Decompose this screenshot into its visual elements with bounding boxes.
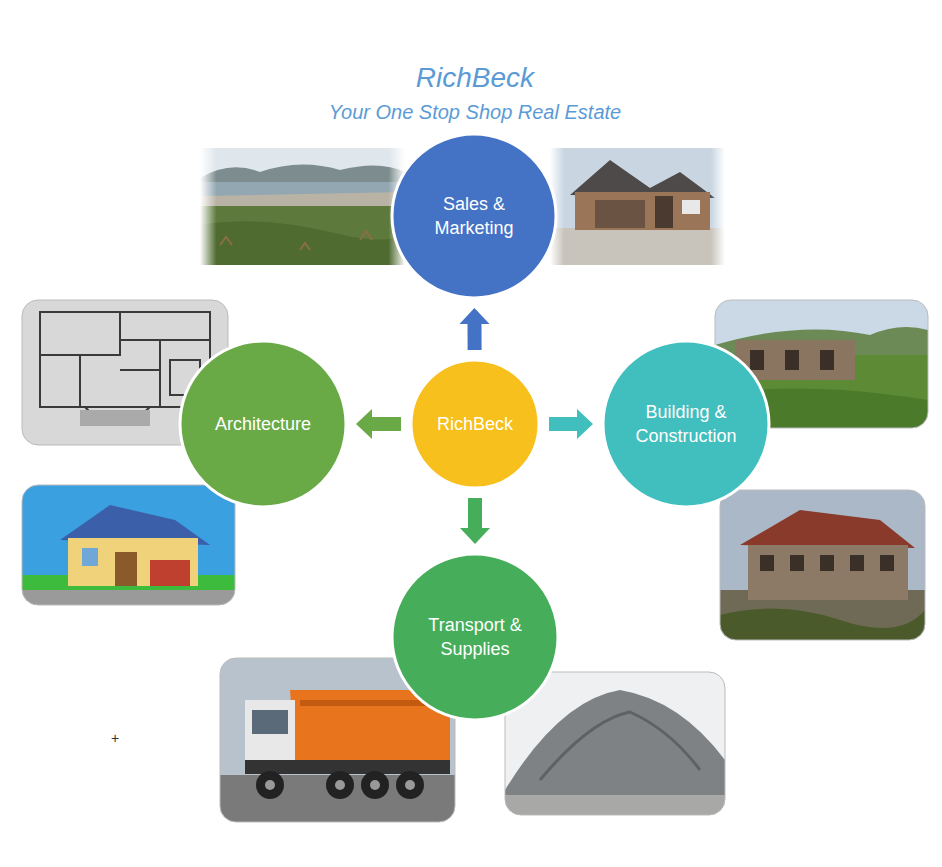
- photo-frame: [720, 490, 925, 640]
- circle-label: RichBeck: [437, 412, 513, 436]
- arrow-shape: [549, 409, 593, 439]
- circle-shape: [603, 341, 769, 507]
- house-render-photo: [22, 485, 235, 605]
- arrow-shape: [460, 308, 490, 350]
- service-circle: RichBeck: [409, 358, 541, 490]
- block-arrow: [460, 308, 490, 350]
- circle-outline: [390, 132, 558, 300]
- circle-outline: [601, 339, 771, 509]
- circle-shape: [392, 134, 556, 298]
- service-circle: Architecture: [178, 339, 348, 509]
- block-arrow: [460, 498, 490, 544]
- building-photo: [720, 490, 925, 640]
- circle-label: Architecture: [215, 412, 311, 436]
- arrow-shape: [356, 409, 401, 439]
- stray-mark: +: [111, 730, 119, 746]
- photo-frame: [505, 672, 725, 815]
- service-circle: Sales & Marketing: [390, 132, 558, 300]
- arrow-shape: [460, 498, 490, 544]
- house-photo: [550, 148, 725, 265]
- circle-shape: [180, 341, 346, 507]
- service-circle: Transport & Supplies: [390, 552, 560, 722]
- circle-shape: [411, 360, 539, 488]
- block-arrow: [549, 409, 593, 439]
- photo-frame: [22, 485, 235, 605]
- service-circle: Building & Construction: [601, 339, 771, 509]
- gravel-pile-photo: [505, 672, 725, 815]
- landscape-photo: [200, 148, 405, 265]
- circle-shape: [392, 554, 558, 720]
- circle-label: Transport & Supplies: [413, 613, 537, 661]
- subtitle: Your One Stop Shop Real Estate: [329, 101, 621, 124]
- diagram-title: RichBeck: [416, 62, 534, 94]
- circle-label: Sales & Marketing: [412, 192, 536, 240]
- circle-outline: [390, 552, 560, 722]
- circle-label: Building & Construction: [624, 400, 748, 448]
- block-arrow: [356, 409, 401, 439]
